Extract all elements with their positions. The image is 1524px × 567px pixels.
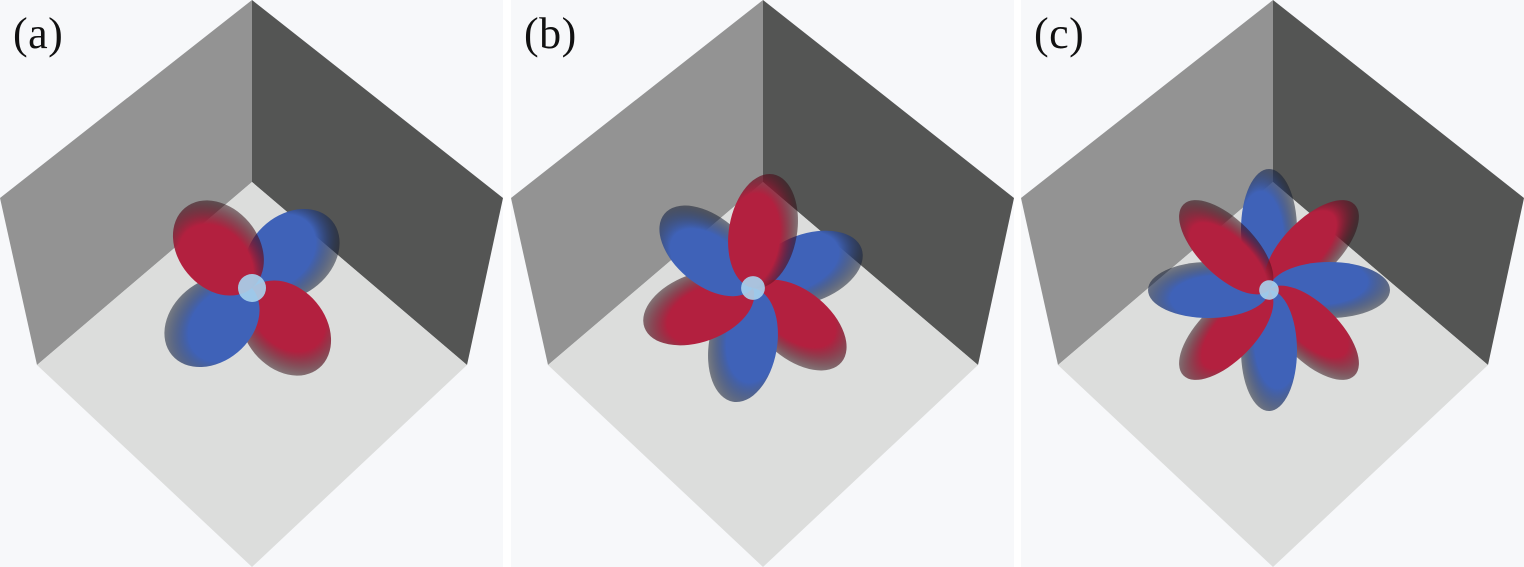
- right-wall: [1273, 0, 1524, 365]
- panel-c: (c): [1021, 0, 1524, 567]
- blue-lobe: [164, 276, 260, 368]
- left-wall: [1021, 0, 1273, 365]
- panel-label: (a): [13, 9, 64, 58]
- panel-label: (c): [1034, 9, 1085, 58]
- core-highlight: [741, 276, 765, 300]
- lobe-group: [643, 173, 863, 403]
- panel-c-scene: [1021, 0, 1524, 567]
- core-highlight: [238, 274, 266, 302]
- panel-b: (b): [511, 0, 1014, 567]
- panel-a-scene: [0, 0, 503, 567]
- red-lobe: [728, 173, 798, 289]
- left-wall: [0, 0, 252, 365]
- lobe-group: [164, 200, 340, 376]
- core-highlight: [1259, 280, 1279, 300]
- red-lobe: [1179, 200, 1274, 295]
- lobe-group: [1148, 169, 1390, 411]
- red-lobe: [240, 280, 332, 376]
- right-wall: [252, 0, 503, 365]
- panel-a: (a): [0, 0, 503, 567]
- panel-b-scene: [511, 0, 1014, 567]
- right-wall: [763, 0, 1014, 365]
- left-wall: [511, 0, 763, 365]
- floor: [37, 182, 467, 567]
- blue-lobe: [244, 208, 340, 300]
- panel-label: (b): [524, 9, 577, 58]
- red-lobe: [172, 200, 264, 296]
